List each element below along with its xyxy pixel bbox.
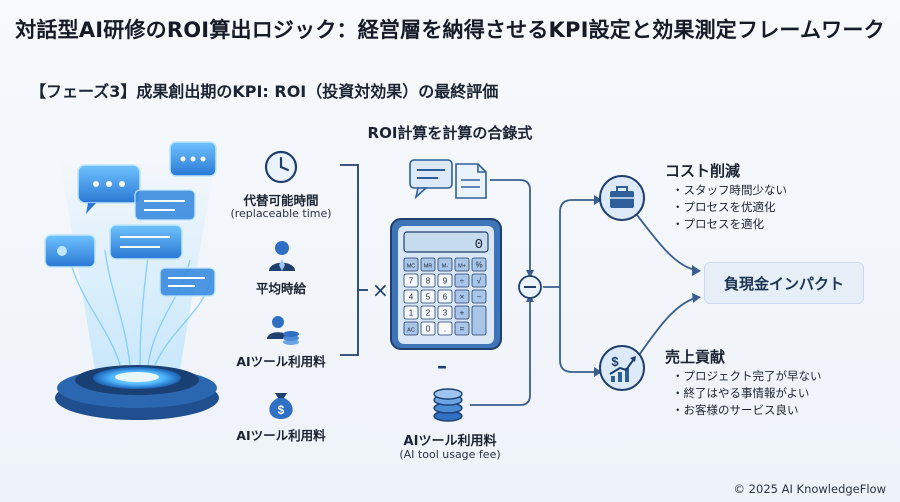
multiply-operator: × [372,278,389,302]
calculator-key-label: % [475,261,482,270]
calculator-key [420,305,436,320]
sales-contribution-title: 売上貢献 [665,348,726,366]
calculator-key [403,305,419,320]
briefcase-icon [599,175,645,221]
calculator-key [437,289,453,304]
calculator-key-label: MR [424,264,433,270]
calculator-display: 0 [475,237,483,253]
calculator-key-label: 7 [409,277,414,286]
calculator-key [403,273,419,288]
calculator-key [454,273,470,288]
calculator-key-label: M- [442,264,449,270]
calculator-key-label: . [444,325,446,334]
calculator-key [403,257,419,272]
chat-bubble-icon [44,234,96,268]
formula-heading: ROI計算を計算の合錄式 [367,124,533,142]
calculator-key [454,305,470,320]
list-item: 終了はやる事情報がよい [672,385,822,402]
list-item: お客様のサービス良い [672,402,822,419]
calculator-key [454,321,470,336]
money-bag-icon: $ [269,393,293,419]
calculator-key [420,321,436,336]
calculator-key [420,289,436,304]
chat-bubble-icon [77,164,141,214]
list-item: スタッフ時間少ない [672,182,788,199]
calculator-key-label: 1 [409,309,414,318]
sales-contribution-list: プロジェクト完了が早ない 終了はやる事情報がよい お客様のサービス良い [672,368,822,419]
input-bracket [340,164,368,356]
phase-subtitle: 【フェーズ3】成果創出期のKPI: ROI（投資対効果）の最終評価 [30,82,499,101]
calculator-key [403,321,419,336]
calculator-key-label: − [477,293,482,302]
coin-stack-icon [267,316,299,345]
calculator-key-label: 0 [426,325,431,334]
calculator-key [437,257,453,272]
calculator-key-label: 2 [426,309,431,318]
calculator-key-label: = [460,325,465,334]
calculator-key-label: 5 [426,293,431,302]
fee-label: AIツール利用料 [403,434,497,449]
calculator-key [420,273,436,288]
calculator-key [454,257,470,272]
list-item: プロセスを优適化 [672,199,787,216]
copyright-text: © 2025 AI KnowledgeFlow [733,482,886,496]
calculator-key [454,289,470,304]
calculator-icon: 0 MC MR M- M+% 7 8 9 ÷ √ 4 5 6 × − 1 2 3 + AC 0. = [390,218,502,350]
calculator-key-label: 3 [443,309,448,318]
coin-stack-icon [433,388,463,422]
calculator-key-label: 6 [443,293,448,302]
fee-sublabel: (AI tool usage fee) [399,448,501,461]
calculator-key [471,289,487,304]
ai-chat-hologram-illustration [44,141,219,420]
calculator-key-label: M+ [458,264,466,270]
calculator-key [437,305,453,320]
calculator-key-label: + [460,309,465,318]
svg-text:$: $ [278,403,285,417]
input-label: AIツール利用料 [236,428,326,443]
list-item: プロジェクト完了が早ない [672,368,822,385]
clock-icon [264,150,298,184]
cost-reduction-list: スタッフ時間少ない プロセスを优適化 プロセスを適化 [672,182,788,233]
minus-operator: – [437,354,447,378]
documents-icon [409,159,487,200]
calculator-key-label: ÷ [460,277,465,286]
chat-bubble-icon [109,224,183,260]
person-icon [269,241,295,271]
input-label: AIツール利用料 [236,354,326,369]
input-label: 代替可能時間 [243,193,319,208]
calculator-key-label: √ [477,277,482,286]
cost-reduction-title: コスト削減 [665,162,741,180]
calculator-key [471,273,487,288]
calculator-key-label: AC [407,328,415,334]
calculator-key [437,321,453,336]
input-sublabel: (replaceable time) [230,207,332,220]
calculator-key-label: × [460,293,465,302]
calculator-key-label: 8 [426,277,431,286]
calculator-key [403,289,419,304]
calculator-key-label: 9 [443,277,448,286]
growth-chart-icon: $ [599,345,645,391]
calculator-key-label: MC [407,264,416,270]
svg-text:$: $ [611,354,619,369]
input-label: 平均時給 [255,281,306,296]
calculator-key-label: 4 [409,293,414,302]
page-title: 対話型AI研修のROI算出ロジック：経営層を納得させるKPI設定と効果測定フレー… [15,18,885,42]
calculator-key [471,305,487,336]
calculator-key [420,257,436,272]
calculator-key [471,257,487,272]
list-item: プロセスを適化 [672,216,787,233]
impact-box: 負現金インパクト [704,262,864,304]
calculator-key [437,273,453,288]
